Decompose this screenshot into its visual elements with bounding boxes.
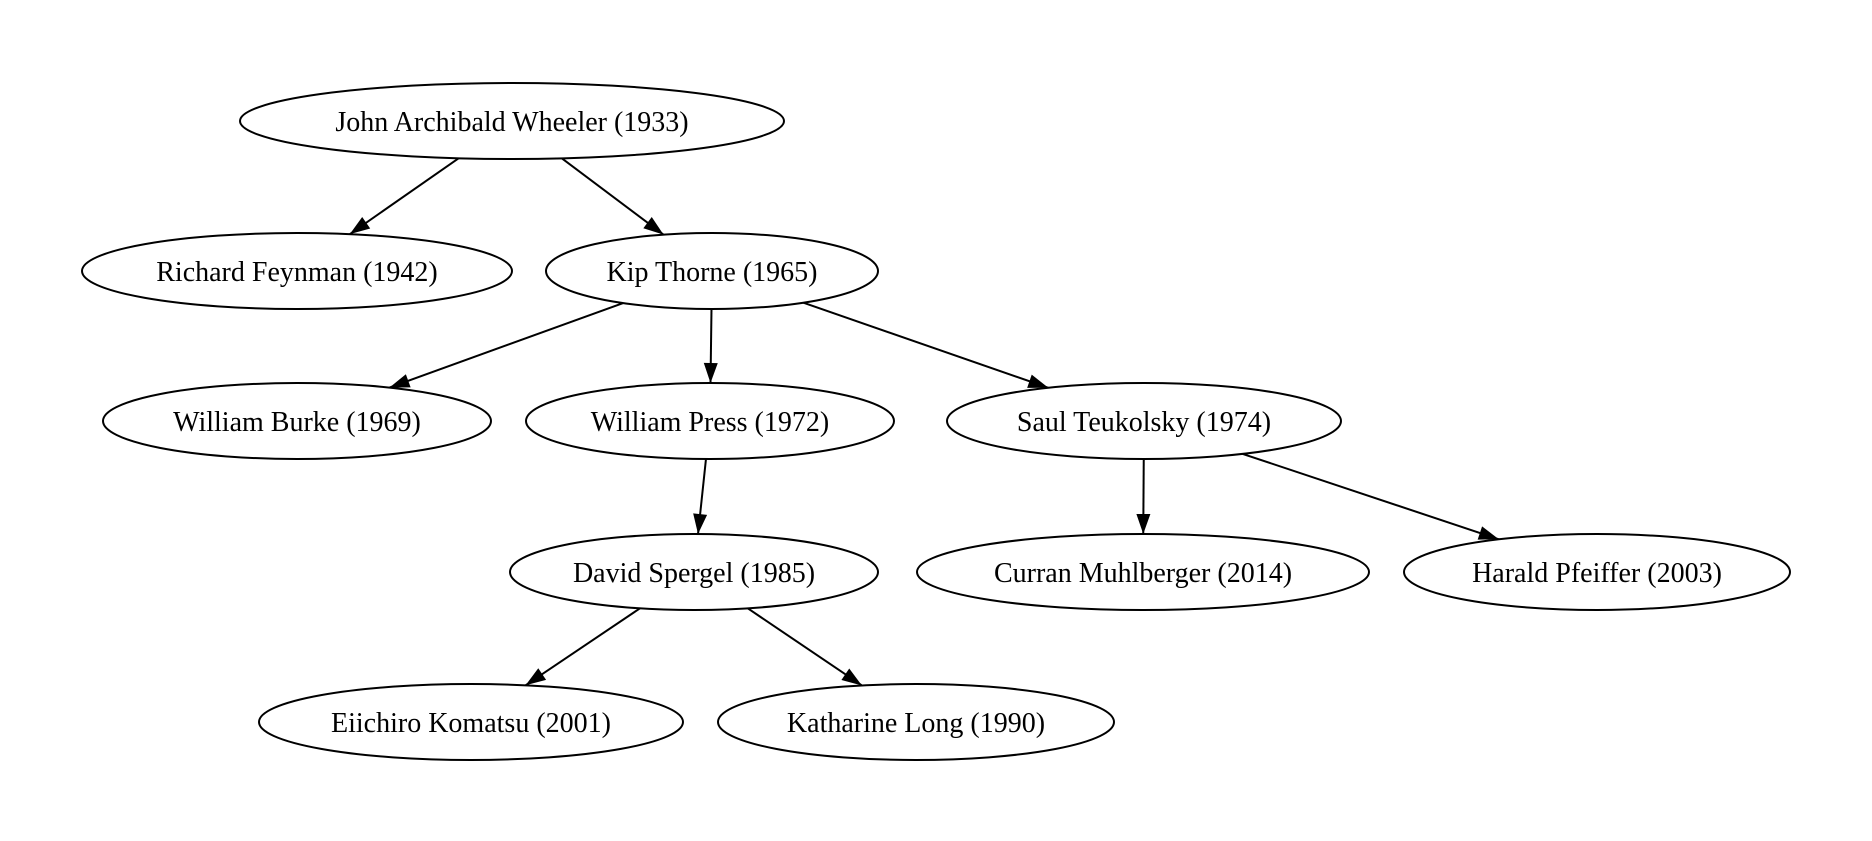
edge-wheeler-to-thorne [561,157,665,236]
graph-node-spergel: David Spergel (1985) [509,533,879,611]
edge-thorne-to-burke [389,302,624,389]
node-ellipse-long [717,683,1115,761]
node-label-long: Katharine Long (1990) [787,708,1045,739]
node-label-komatsu: Eiichiro Komatsu (2001) [331,708,611,739]
node-label-muhlberger: Curran Muhlberger (2014) [994,558,1292,589]
graph-node-wheeler: John Archibald Wheeler (1933) [239,82,785,160]
graph-node-long: Katharine Long (1990) [717,683,1115,761]
node-label-wheeler: John Archibald Wheeler (1933) [335,107,688,138]
node-label-thorne: Kip Thorne (1965) [607,257,818,288]
node-ellipse-komatsu [258,683,684,761]
node-label-feynman: Richard Feynman (1942) [156,257,438,288]
node-ellipse-feynman [81,232,513,310]
graph-node-thorne: Kip Thorne (1965) [545,232,879,310]
graph-node-muhlberger: Curran Muhlberger (2014) [916,533,1370,611]
node-label-press: William Press (1972) [591,407,829,438]
edge-thorne-to-teukolsky [803,301,1049,389]
node-ellipse-wheeler [239,82,785,160]
node-label-burke: William Burke (1969) [173,407,421,438]
node-label-teukolsky: Saul Teukolsky (1974) [1017,407,1271,438]
node-ellipse-press [525,382,895,460]
edge-spergel-to-long [747,607,863,687]
edge-press-to-spergel [693,458,708,535]
node-ellipse-thorne [545,232,879,310]
edge-thorne-to-press [703,308,718,384]
graph-node-feynman: Richard Feynman (1942) [81,232,513,310]
node-ellipse-teukolsky [946,382,1342,460]
graph-node-komatsu: Eiichiro Komatsu (2001) [258,683,684,761]
edge-wheeler-to-feynman [349,157,460,235]
graph-node-burke: William Burke (1969) [102,382,492,460]
edge-spergel-to-komatsu [525,607,641,687]
node-ellipse-muhlberger [916,533,1370,611]
graph-node-teukolsky: Saul Teukolsky (1974) [946,382,1342,460]
graph-node-pfeiffer: Harald Pfeiffer (2003) [1403,533,1791,611]
node-label-spergel: David Spergel (1985) [573,558,815,589]
node-label-pfeiffer: Harald Pfeiffer (2003) [1472,558,1722,589]
node-ellipse-spergel [509,533,879,611]
node-ellipse-pfeiffer [1403,533,1791,611]
node-ellipse-burke [102,382,492,460]
graph-node-press: William Press (1972) [525,382,895,460]
edge-teukolsky-to-pfeiffer [1242,452,1500,541]
